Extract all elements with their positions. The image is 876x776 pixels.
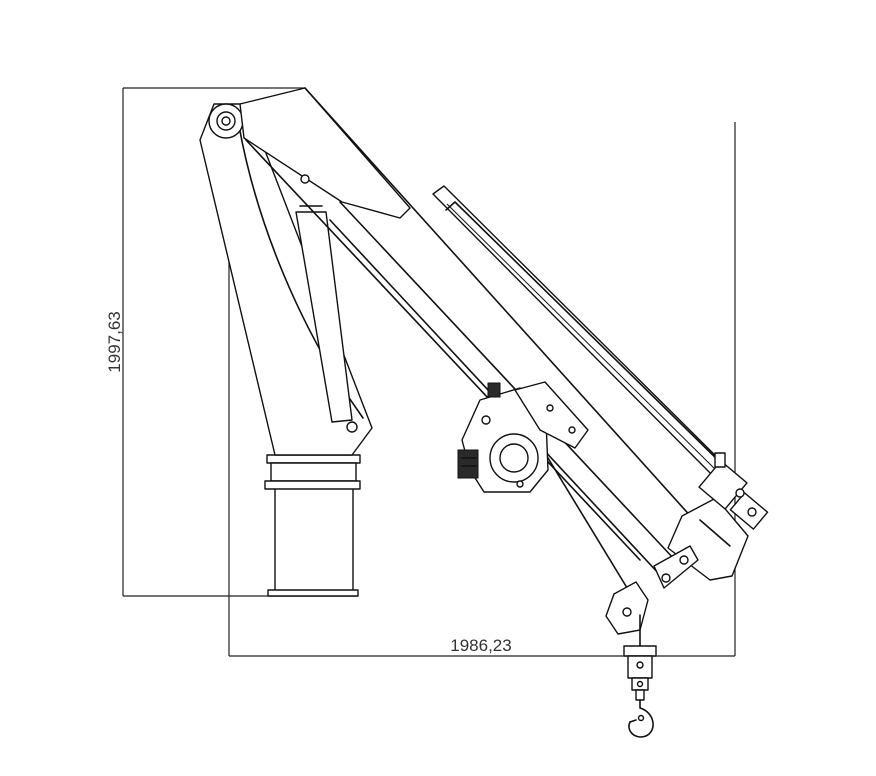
crane-pedestal	[264, 454, 361, 597]
crane-column	[199, 103, 373, 456]
top-pivot	[208, 103, 244, 139]
winch-assembly	[457, 381, 633, 597]
hook-block	[605, 581, 657, 701]
height-dimension-label: 1997,63	[105, 311, 124, 372]
hook	[628, 699, 654, 738]
boom-tip	[653, 452, 769, 589]
width-dimension-label: 1986,23	[450, 636, 511, 655]
